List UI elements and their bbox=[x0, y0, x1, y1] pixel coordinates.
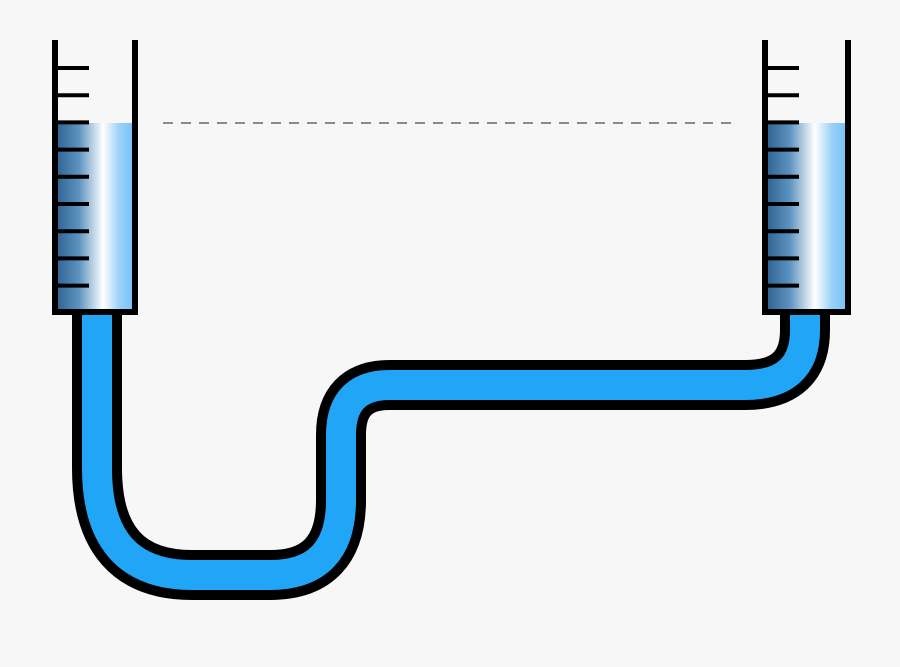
left-tube-water bbox=[55, 123, 135, 312]
right-tube bbox=[762, 40, 851, 315]
left-tube bbox=[52, 40, 138, 315]
connecting-tube-water bbox=[82, 312, 820, 590]
left-tube-scale bbox=[55, 66, 89, 288]
right-tube-scale bbox=[765, 66, 799, 288]
right-tube-water bbox=[765, 123, 848, 312]
